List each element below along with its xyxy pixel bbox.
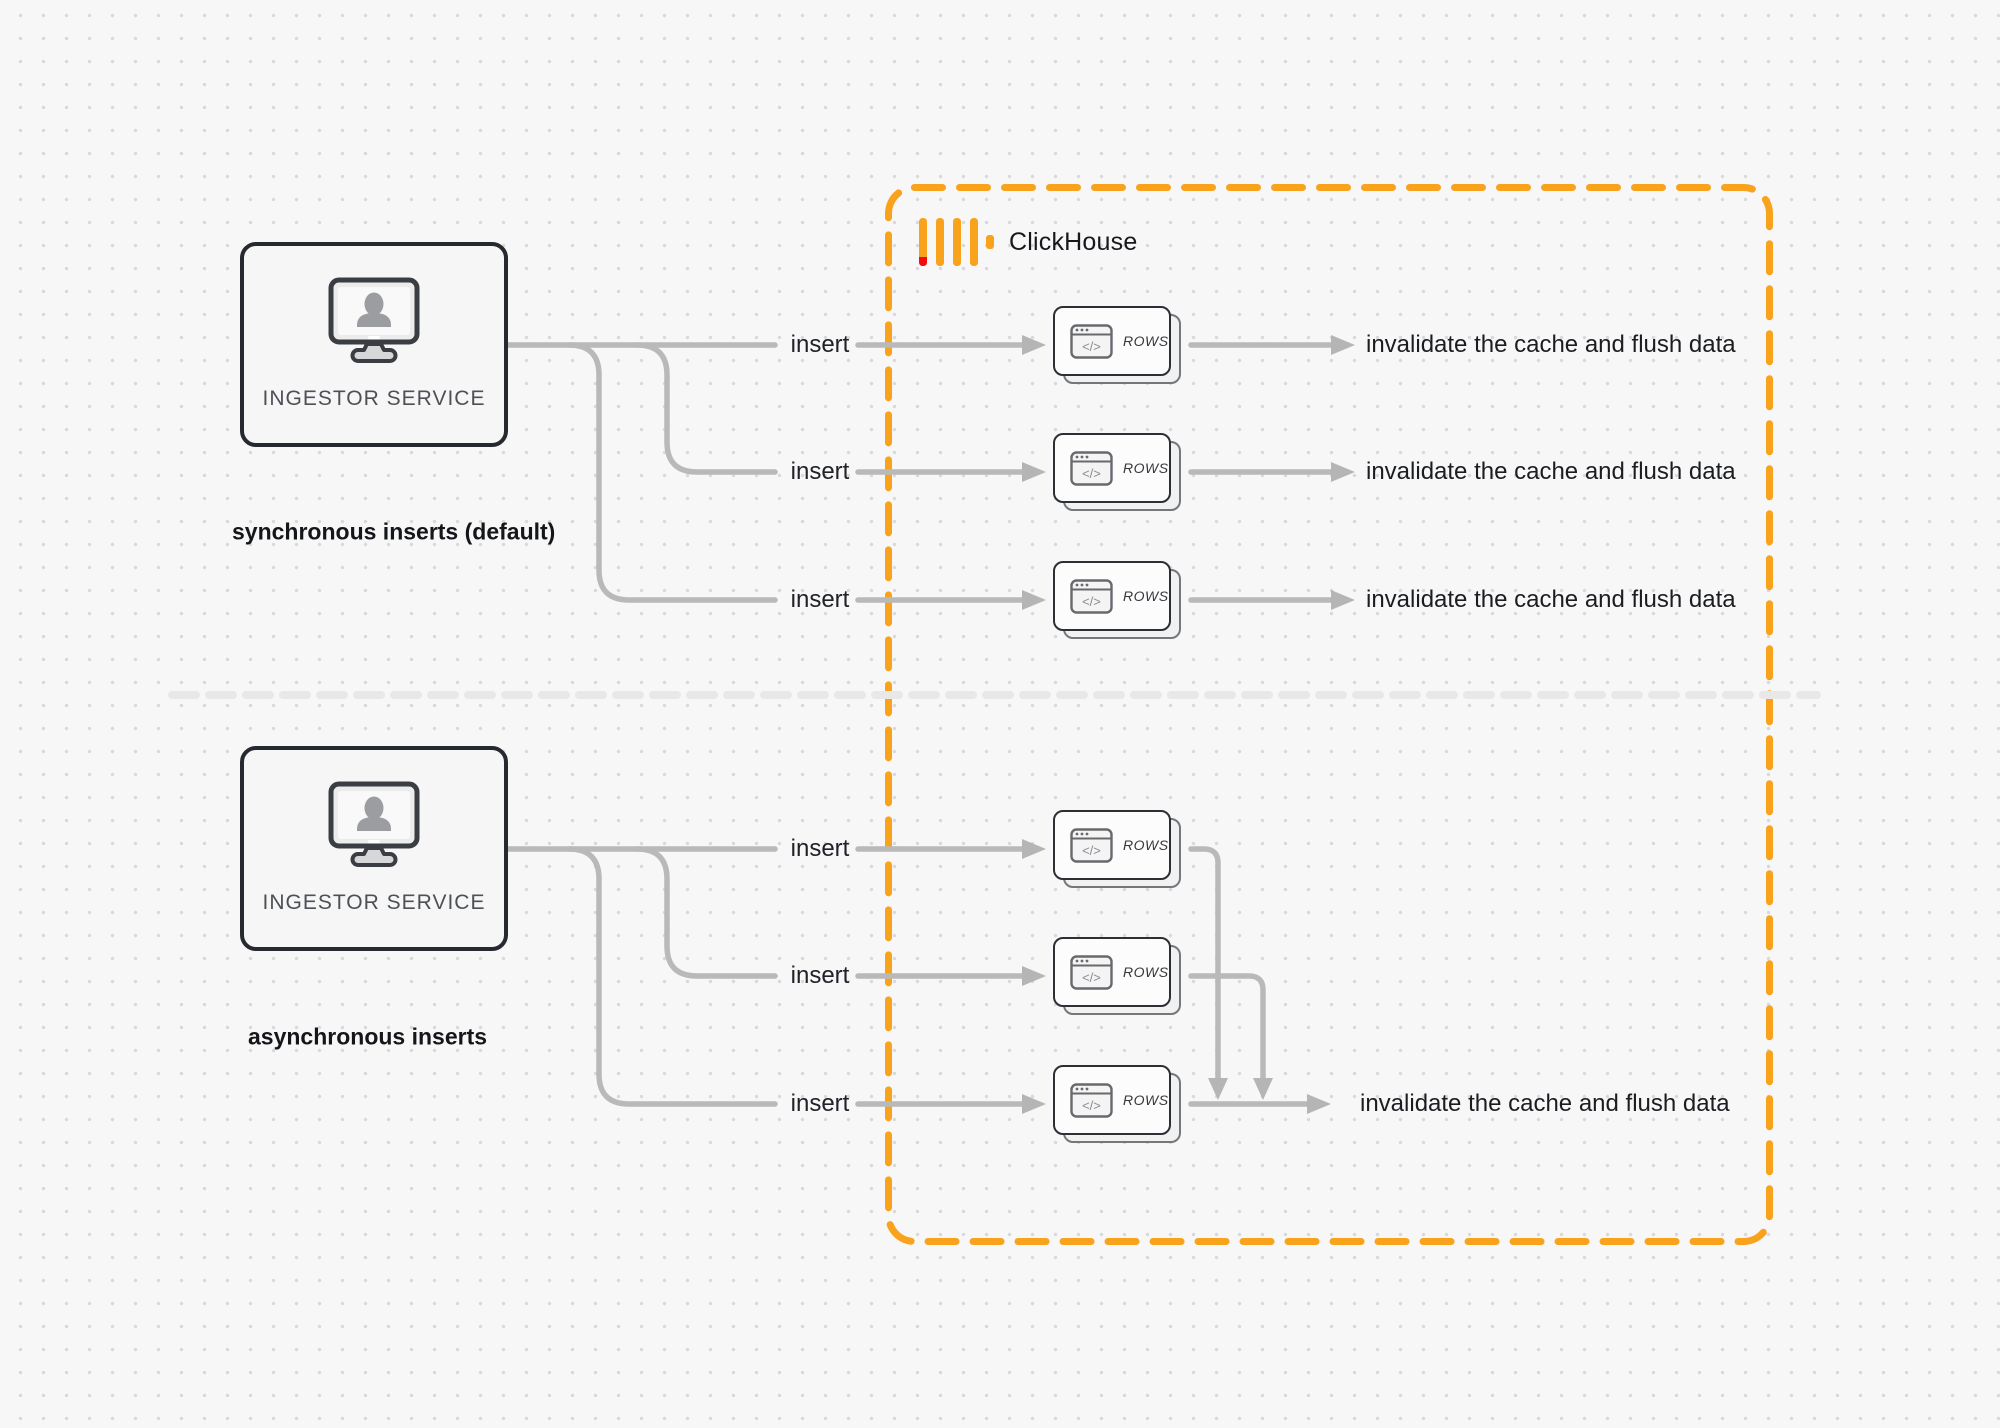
svg-text:</>: </> (1082, 1098, 1101, 1113)
sync-caption: synchronous inserts (default) (232, 518, 556, 545)
svg-text:</>: </> (1082, 843, 1101, 858)
rows-node-async-2: </> ROWS (1053, 937, 1185, 1017)
sync-row3-in-arrowhead (1022, 590, 1046, 610)
async-out-arrowhead (1307, 1094, 1331, 1114)
monitor-user-icon (328, 781, 420, 867)
async-row2-connector (634, 846, 1266, 1081)
async-merge1-down-arrowhead (1208, 1078, 1228, 1100)
svg-text:</>: </> (1082, 339, 1101, 354)
async-row1-in-arrowhead (1022, 839, 1046, 859)
code-window-icon: </> (1070, 578, 1113, 614)
rows-node-sync-2: </> ROWS (1053, 433, 1185, 513)
rows-label: ROWS (1123, 333, 1169, 349)
code-window-icon: </> (1070, 1082, 1113, 1118)
sync-row1-insert-label: insert (790, 331, 850, 358)
svg-text:</>: </> (1082, 594, 1101, 609)
code-window-icon: </> (1070, 954, 1113, 990)
sync-row1-result-label: invalidate the cache and flush data (1366, 331, 1736, 358)
ingestor-service-box-sync: INGESTOR SERVICE (240, 242, 508, 447)
sync-row1-out-arrowhead (1331, 335, 1355, 355)
async-caption: asynchronous inserts (248, 1023, 488, 1050)
async-row2-insert-label: insert (790, 962, 850, 989)
clickhouse-brand-label: ClickHouse (1009, 227, 1138, 256)
rows-label: ROWS (1123, 837, 1169, 853)
async-row1-insert-label: insert (790, 835, 850, 862)
clickhouse-logo: ClickHouse (919, 218, 1137, 266)
rows-label: ROWS (1123, 1092, 1169, 1108)
code-window-icon: </> (1070, 323, 1113, 359)
rows-main-card: </> ROWS (1053, 1065, 1171, 1135)
rows-main-card: </> ROWS (1053, 433, 1171, 503)
async-row3-insert-label: insert (790, 1090, 850, 1117)
sync-row2-in-arrowhead (1022, 462, 1046, 482)
monitor-user-icon (328, 277, 420, 363)
rows-label: ROWS (1123, 964, 1169, 980)
sync-row2-connector (634, 342, 1336, 475)
ingestor-service-label: INGESTOR SERVICE (262, 387, 486, 410)
sync-row2-result-label: invalidate the cache and flush data (1366, 458, 1736, 485)
ingestor-service-label: INGESTOR SERVICE (262, 891, 486, 914)
clickhouse-boundary (885, 184, 1773, 1245)
rows-main-card: </> ROWS (1053, 937, 1171, 1007)
svg-text:</>: </> (1082, 970, 1101, 985)
sync-row2-out-arrowhead (1331, 462, 1355, 482)
clickhouse-bars-icon (919, 218, 995, 266)
async-result-label: invalidate the cache and flush data (1360, 1090, 1730, 1117)
rows-node-sync-1: </> ROWS (1053, 306, 1185, 386)
ingestor-service-box-async: INGESTOR SERVICE (240, 746, 508, 951)
sync-row2-insert-label: insert (790, 458, 850, 485)
rows-node-async-1: </> ROWS (1053, 810, 1185, 890)
rows-main-card: </> ROWS (1053, 306, 1171, 376)
sync-row3-insert-label: insert (790, 586, 850, 613)
rows-label: ROWS (1123, 460, 1169, 476)
sync-row3-connector (566, 342, 1336, 603)
async-row3-connector (566, 846, 1312, 1107)
rows-main-card: </> ROWS (1053, 561, 1171, 631)
rows-node-async-3: </> ROWS (1053, 1065, 1185, 1145)
sync-row3-out-arrowhead (1331, 590, 1355, 610)
rows-label: ROWS (1123, 588, 1169, 604)
async-row2-in-arrowhead (1022, 966, 1046, 986)
svg-text:</>: </> (1082, 466, 1101, 481)
code-window-icon: </> (1070, 450, 1113, 486)
code-window-icon: </> (1070, 827, 1113, 863)
rows-main-card: </> ROWS (1053, 810, 1171, 880)
sync-row1-in-arrowhead (1022, 335, 1046, 355)
sync-row3-result-label: invalidate the cache and flush data (1366, 586, 1736, 613)
async-row3-in-arrowhead (1022, 1094, 1046, 1114)
rows-node-sync-3: </> ROWS (1053, 561, 1185, 641)
async-merge2-down-arrowhead (1253, 1078, 1273, 1100)
